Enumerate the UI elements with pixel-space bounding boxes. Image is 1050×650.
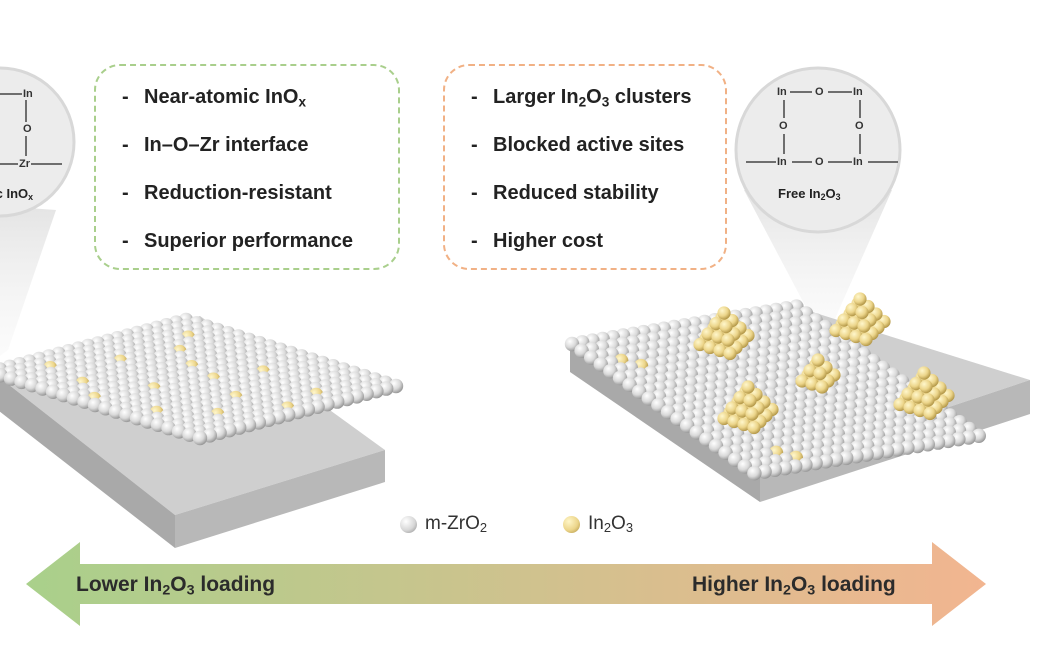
in2o3-cluster-atom <box>709 316 723 331</box>
zoom-right-atom-o: O <box>814 86 825 98</box>
in2o3-cluster-atom <box>717 411 731 426</box>
in2o3-cluster-atom <box>711 330 725 344</box>
in2o3-cluster-atom <box>911 390 925 404</box>
zoom-left-atom-zr: Zr <box>18 158 31 170</box>
legend-zro2-label: m-ZrO2 <box>425 513 488 536</box>
in2o3-atom-icon <box>563 515 580 533</box>
high-loading-point-4: Higher cost <box>471 224 715 272</box>
high-loading-point-2: Blocked active sites <box>471 128 715 176</box>
legend-zro2: m-ZrO2 <box>400 513 487 535</box>
in2o3-cluster-atom <box>901 387 915 401</box>
in2o3-cluster-atom <box>727 414 741 429</box>
in2o3-cluster-atom <box>839 326 853 341</box>
higher-loading-label: Higher In2O3 loading <box>692 573 896 599</box>
zoom-left-caption: ic InOx <box>0 186 34 203</box>
in2o3-cluster-atom <box>855 305 869 320</box>
zoom-right-atom-in: In <box>776 156 788 168</box>
zoom-right-atom-o: O <box>814 156 825 168</box>
in2o3-cluster-atom <box>913 403 927 418</box>
high-loading-callout: Larger In2O3 clusters Blocked active sit… <box>443 64 727 270</box>
in2o3-cluster-atom <box>829 323 843 338</box>
in2o3-cluster-atom <box>703 340 717 355</box>
in2o3-cluster-atom <box>903 400 917 415</box>
in2o3-cluster-atom <box>717 306 731 320</box>
zoom-right-atom-in: In <box>776 86 788 98</box>
loading-arrow <box>26 542 986 626</box>
in2o3-cluster-atom <box>853 292 867 306</box>
left-slab-front <box>175 450 385 548</box>
in2o3-cluster-atom <box>721 333 735 347</box>
low-loading-point-2: In–O–Zr interface <box>122 128 388 176</box>
low-loading-point-1: Near-atomic InOx <box>122 80 388 128</box>
in2o3-cluster-atom <box>803 363 817 378</box>
in2o3-cluster-atom <box>845 302 859 317</box>
zoom-right-atom-o: O <box>854 120 865 132</box>
zoom-circle-right <box>734 66 902 234</box>
in2o3-cluster-atom <box>745 407 759 421</box>
in2o3-cluster-atom <box>923 406 937 421</box>
zro2-atom <box>747 466 762 481</box>
in2o3-cluster-atom <box>917 366 931 380</box>
in2o3-cluster-atom <box>725 401 739 415</box>
in2o3-cluster-atom <box>701 327 715 341</box>
in2o3-cluster-atom <box>741 380 755 394</box>
in2o3-cluster-atom <box>723 346 737 361</box>
zro2-atom <box>192 430 208 446</box>
zro2-atom-icon <box>400 515 417 533</box>
lower-loading-label: Lower In2O3 loading <box>76 573 276 599</box>
in2o3-cluster-atom <box>893 397 907 412</box>
in2o3-cluster-atom <box>713 343 727 358</box>
zoom-circle-left <box>0 66 76 218</box>
in2o3-cluster-atom <box>733 390 747 405</box>
in2o3-cluster-atom <box>719 319 733 334</box>
in2o3-cluster-atom <box>693 337 707 352</box>
zoom-right-atom-in: In <box>852 86 864 98</box>
in2o3-cluster-atom <box>859 332 873 347</box>
zoom-cone-left <box>0 206 56 356</box>
high-loading-point-1: Larger In2O3 clusters <box>471 80 715 128</box>
in2o3-cluster-atom <box>909 376 923 391</box>
zoom-right-caption: Free In2O3 <box>778 186 841 203</box>
in2o3-cluster-atom <box>919 379 933 394</box>
zoom-left-atom-in: In <box>22 88 34 100</box>
zoom-right-atom-o: O <box>778 120 789 132</box>
zoom-left-atom-o: O <box>22 123 33 135</box>
high-loading-point-3: Reduced stability <box>471 176 715 224</box>
in2o3-cluster-atom <box>847 316 861 330</box>
in2o3-cluster-atom <box>921 393 935 407</box>
low-loading-callout: Near-atomic InOx In–O–Zr interface Reduc… <box>94 64 400 270</box>
in2o3-cluster-atom <box>795 374 809 388</box>
in2o3-cluster-atom <box>813 366 827 381</box>
zoom-cone-right <box>744 190 892 330</box>
low-loading-point-4: Superior performance <box>122 224 388 272</box>
in2o3-cluster-atom <box>837 313 851 327</box>
in2o3-cluster-atom <box>743 393 757 408</box>
zoom-left-structure <box>0 93 62 165</box>
zoom-right-structure <box>746 91 898 163</box>
in2o3-cluster-atom <box>805 377 819 391</box>
low-loading-point-3: Reduction-resistant <box>122 176 388 224</box>
in2o3-cluster-atom <box>815 380 829 394</box>
in2o3-cluster-atom <box>857 319 871 333</box>
in2o3-cluster-atom <box>735 404 749 418</box>
in2o3-cluster-atom <box>811 353 825 367</box>
legend-in2o3-label: In2O3 <box>588 513 634 536</box>
legend-in2o3: In2O3 <box>563 513 633 535</box>
in2o3-cluster-atom <box>849 329 863 344</box>
in2o3-cluster-atom <box>747 420 761 435</box>
zoom-right-atom-in: In <box>852 156 864 168</box>
in2o3-cluster-atom <box>737 417 751 432</box>
left-slab-side <box>0 377 175 548</box>
atom-layer <box>0 292 986 481</box>
